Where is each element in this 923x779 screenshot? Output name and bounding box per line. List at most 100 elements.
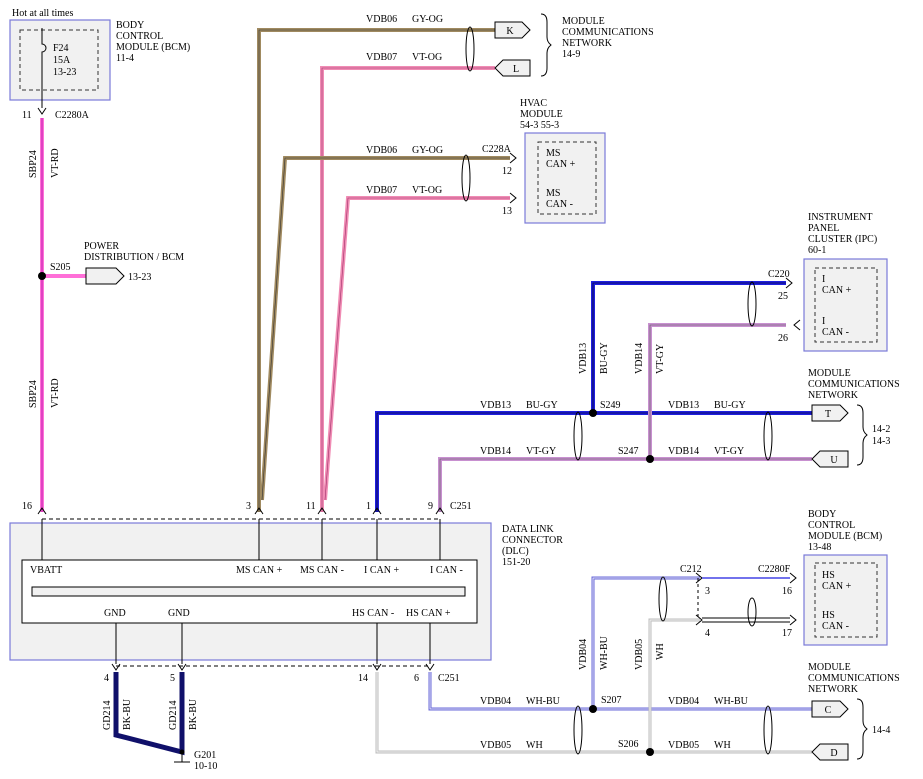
vdb13-left-label: VDB13 <box>480 400 511 411</box>
dlc-ms-can-minus: MS CAN - <box>300 565 344 576</box>
twisted-pair-hvac-icon <box>461 154 471 202</box>
dlc-pin5-chevron-icon <box>177 663 187 671</box>
wire-vdb05-main-core <box>376 672 812 753</box>
ipc-i-a: I <box>822 274 825 285</box>
pin-11-label: 11 <box>22 110 32 121</box>
c212-pin3-label: 3 <box>705 586 710 597</box>
dlc-title-3: (DLC) <box>502 546 529 557</box>
sbp24-label-lower: SBP24 <box>28 380 39 408</box>
dlc-ms-can-plus: MS CAN + <box>236 565 283 576</box>
wh-right-label: WH <box>714 740 731 751</box>
wire-vdb14-ipc <box>648 323 786 459</box>
wire-vdb13-main-core <box>376 412 812 512</box>
c212-pin4-label: 4 <box>705 628 710 639</box>
dlc-pin-5: 5 <box>170 673 175 684</box>
c2280a-label: C2280A <box>55 110 90 121</box>
c2280f-label: C2280F <box>758 564 791 575</box>
mcn-bot-ref: 14-4 <box>872 725 890 736</box>
dlc-pin3-chevron-icon <box>254 507 264 515</box>
bk-bu-label-2: BK-BU <box>188 698 199 730</box>
mcn-mid-ref-2: 14-3 <box>872 436 890 447</box>
connector-k-icon <box>494 21 531 39</box>
dlc-pin-11: 11 <box>306 501 316 512</box>
vdb05-left-label: VDB05 <box>480 740 511 751</box>
vt-gy-right-label: VT-GY <box>714 446 744 457</box>
bcm-top-title-4: 11-4 <box>116 53 134 64</box>
hvac-title-2: MODULE <box>520 109 563 120</box>
ipc-pin26-chevron-icon <box>793 319 801 331</box>
mcn-top-title-2: COMMUNICATIONS <box>562 27 654 38</box>
wh-vertical-label: WH <box>655 643 666 660</box>
dlc-hs-can-plus: HS CAN + <box>406 608 451 619</box>
hvac-ms-b: MS <box>546 188 560 199</box>
dlc-gnd-2: GND <box>168 608 190 619</box>
brace-top-icon <box>540 13 552 77</box>
gy-og-top-label: GY-OG <box>412 14 443 25</box>
ipc-i-b: I <box>822 316 825 327</box>
mcn-mid-title-1: MODULE <box>808 368 851 379</box>
dlc-title-1: DATA LINK <box>502 524 554 535</box>
dlc-pin9-chevron-icon <box>435 507 445 515</box>
mcn-bot-title-2: COMMUNICATIONS <box>808 673 900 684</box>
wire-vdb06-hvac <box>260 156 510 501</box>
ipc-title-2: PANEL <box>808 223 839 234</box>
wh-left-label: WH <box>526 740 543 751</box>
dlc-pin-6: 6 <box>414 673 419 684</box>
bcm-top-title-3: MODULE (BCM) <box>116 42 190 53</box>
dlc-pin14-chevron-icon <box>372 663 382 671</box>
wire-vdb04-main-core <box>429 672 812 710</box>
s206-label: S206 <box>618 739 639 750</box>
bcm-bot-title-3: MODULE (BCM) <box>808 531 882 542</box>
dlc-pin16-chevron-icon <box>37 507 47 515</box>
ipc-can-plus: CAN + <box>822 285 852 296</box>
twisted-pair-hscan-left-icon <box>573 705 583 755</box>
wire-vdb05-bcm <box>648 618 700 752</box>
wire-vdb13-ipc <box>591 281 786 413</box>
hvac-can-minus: CAN - <box>546 199 573 210</box>
vdb06-hvac-label: VDB06 <box>366 145 397 156</box>
wire-vdb07-top-core <box>321 67 495 512</box>
mcn-mid-title-2: COMMUNICATIONS <box>808 379 900 390</box>
g201-label: G201 <box>194 750 216 761</box>
ipc-module-box <box>803 258 888 352</box>
wire-vdb07-hvac-core <box>324 197 510 501</box>
bcm-bot-title-1: BODY <box>808 509 836 520</box>
wire-vdb05-bcm-core <box>649 619 700 752</box>
vdb05-vertical-label: VDB05 <box>634 639 645 670</box>
hvac-can-plus: CAN + <box>546 159 576 170</box>
vt-og-hvac-label: VT-OG <box>412 185 442 196</box>
hvac-pin13-label: 13 <box>502 206 512 217</box>
mcn-bot-title-3: NETWORK <box>808 684 859 695</box>
bcm-top-title-2: CONTROL <box>116 31 163 42</box>
ipc-inner-box <box>814 267 878 343</box>
brace-bot-icon <box>856 698 868 760</box>
vdb13-vertical-label: VDB13 <box>578 343 589 374</box>
vt-og-top-label: VT-OG <box>412 52 442 63</box>
s249-label: S249 <box>600 400 621 411</box>
connector-k-label: K <box>506 26 514 37</box>
dlc-pin1-chevron-icon <box>372 507 382 515</box>
dlc-title-4: 151-20 <box>502 557 530 568</box>
bcm-pin16-chevron-icon <box>789 572 797 584</box>
connector-d-icon <box>811 743 849 761</box>
twisted-pair-top-icon <box>465 26 475 72</box>
dlc-vbatt: VBATT <box>30 565 62 576</box>
c220-label: C220 <box>768 269 790 280</box>
power-dist-label-1: POWER <box>84 241 119 252</box>
twisted-pair-ipc-icon <box>747 281 757 327</box>
dlc-c251-top: C251 <box>450 501 472 512</box>
dlc-c251-bottom: C251 <box>438 673 460 684</box>
vdb04-left-label: VDB04 <box>480 696 511 707</box>
wire-vdb14-main <box>438 457 812 512</box>
dlc-pin-16: 16 <box>22 501 32 512</box>
bcm-bot-title-4: 13-48 <box>808 542 831 553</box>
hvac-pin12-chevron-icon <box>509 152 517 164</box>
bcm-fuse-inner-box <box>19 29 99 91</box>
power-dist-label-2: DISTRIBUTION / BCM <box>84 252 184 263</box>
vdb05-right-label: VDB05 <box>668 740 699 751</box>
vdb07-hvac-label: VDB07 <box>366 185 397 196</box>
dlc-i-can-plus: I CAN + <box>364 565 399 576</box>
mcn-mid-title-3: NETWORK <box>808 390 859 401</box>
s247-label: S247 <box>618 446 639 457</box>
